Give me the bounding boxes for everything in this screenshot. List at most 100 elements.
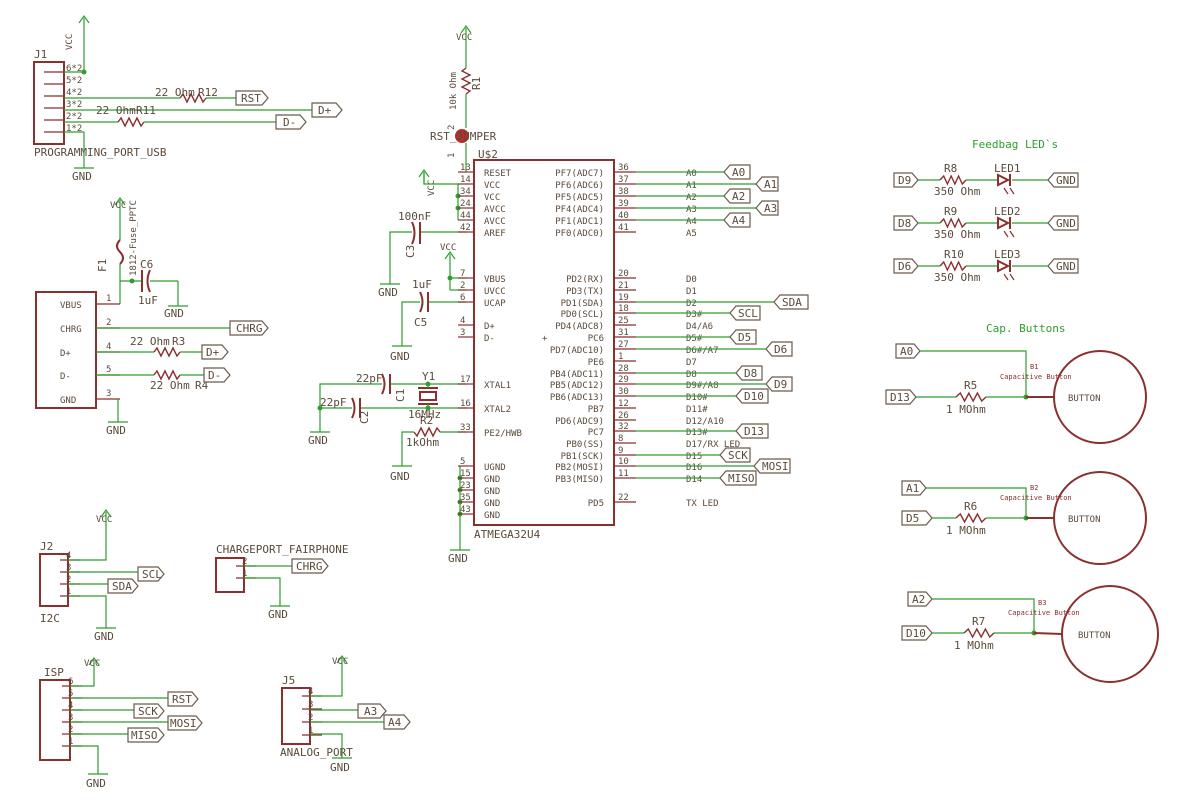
j2-pin-4: 4 xyxy=(66,551,71,561)
usb-pin-num-2: 4 xyxy=(106,342,111,352)
mcu-right-pin-num-19: 32 xyxy=(618,422,629,432)
mcu-right-pin-20: PB0(SS) xyxy=(566,440,604,450)
mcu-signal-19: D13# xyxy=(686,428,708,438)
net-flag-mcu-mosi: MOSI xyxy=(762,460,789,473)
mcu-right-pin-18: PD6(ADC9) xyxy=(555,417,604,427)
capacitive-button-pad-2 xyxy=(1061,585,1159,683)
j5-pin-3: 3 xyxy=(308,700,313,710)
mcu-right-pin-num-0: 36 xyxy=(618,163,629,173)
mcu-name: ATMEGA32U4 xyxy=(474,528,541,541)
mcu-signal-23: D14 xyxy=(686,475,702,485)
net-flag-usb-dminus: D- xyxy=(208,369,221,382)
net-flag-mcu-a4: A4 xyxy=(732,214,746,227)
mcu-right-pin-22: PB2(MOSI) xyxy=(555,463,604,473)
mcu-right-pin-7: PD3(TX) xyxy=(566,287,604,297)
mcu-left-pin-2: VCC xyxy=(484,193,500,203)
usb-pin-name-4: GND xyxy=(60,396,76,406)
usb-pin-num-0: 1 xyxy=(106,294,111,304)
mcu-right-pin-4: PF1(ADC1) xyxy=(555,217,604,227)
c5-value: 1uF xyxy=(412,278,432,291)
net-flag-mcu-a1: A1 xyxy=(764,178,777,191)
charge-gnd-label: GND xyxy=(268,608,288,621)
mcu-signal-1: A1 xyxy=(686,181,697,191)
button-cap-label-2: Capacitive Button xyxy=(1008,609,1080,617)
j1-name: PROGRAMMING_PORT_USB xyxy=(34,146,167,159)
c6-value: 1uF xyxy=(138,294,158,307)
mcu-right-pin-num-6: 20 xyxy=(618,269,629,279)
button-cap-label-1: Capacitive Button xyxy=(1000,494,1072,502)
net-flag-isp-sck: SCK xyxy=(138,705,158,718)
net-flag-j2-sda: SDA xyxy=(112,580,132,593)
isp-pin-3: 3 xyxy=(68,713,73,723)
mcu-right-pin-num-2: 38 xyxy=(618,187,629,197)
mcu-signal-11: D5# xyxy=(686,334,703,344)
mcu-signal-7: D1 xyxy=(686,287,697,297)
led-resistor-ref-1: R9 xyxy=(944,205,957,218)
mcu-right-pin-num-8: 19 xyxy=(618,293,629,303)
j1-pin-4: 4*2 xyxy=(66,88,82,98)
mcu-right-pin-num-12: 27 xyxy=(618,340,629,350)
mcu-right-pin-16: PB6(ADC13) xyxy=(550,393,604,403)
mcu-right-pin-2: PF5(ADC5) xyxy=(555,193,604,203)
mcu-right-pin-17: PB7 xyxy=(588,405,604,415)
mcu-left-pin-num-6: 7 xyxy=(460,269,465,279)
j1-pin-6: 6*2 xyxy=(66,64,82,74)
mcu-right-pin-23: PB3(MISO) xyxy=(555,475,604,485)
feedback-leds-title: Feedbag LED`s xyxy=(972,138,1058,151)
mcu-right-pin-14: PB4(ADC11) xyxy=(550,370,604,380)
isp-pin-6: 6 xyxy=(68,677,73,687)
led-gnd-flag-1: GND xyxy=(1056,217,1076,230)
mcu-left-pin-4: AVCC xyxy=(484,217,506,227)
mcu-vcc-label: VCC xyxy=(427,180,437,196)
net-flag-charge-chrg: CHRG xyxy=(296,560,323,573)
mcu-left-pin-12: XTAL2 xyxy=(484,405,511,415)
mcu-right-pin-num-23: 11 xyxy=(618,469,629,479)
mcu-signal-0: A0 xyxy=(686,169,697,179)
mcu-left-pin-7: UVCC xyxy=(484,287,506,297)
mcu-right-pin-num-14: 28 xyxy=(618,364,629,374)
j2-pin-3: 3 xyxy=(66,563,71,573)
mcu-left-pin-num-2: 34 xyxy=(460,187,471,197)
c5-ref: C5 xyxy=(414,316,427,329)
led-gnd-flag-2: GND xyxy=(1056,260,1076,273)
mcu-left-pin-11: XTAL1 xyxy=(484,381,511,391)
net-flag-mcu-d10: D10 xyxy=(744,390,764,403)
charge-pin-2: 2 xyxy=(242,557,247,567)
net-flag-usb-dplus: D+ xyxy=(206,346,220,359)
mcu-signal-20: D17/RX LED xyxy=(686,440,740,450)
mcu-left-pin-3: AVCC xyxy=(484,205,506,215)
mcu-right-pin-11: PC6 xyxy=(588,334,604,344)
net-flag-mcu-scl: SCL xyxy=(738,307,758,320)
mcu-plus-mark: + xyxy=(542,334,548,344)
mcu-net-flags: A0A1A2A3A4SDASCLD5D6D8D9D10D13SCKMOSIMIS… xyxy=(636,164,809,486)
r1-value: 10k Ohm xyxy=(449,72,459,110)
j5-name: ANALOG_PORT xyxy=(280,746,353,759)
button-resistor-value-2: 1 MOhm xyxy=(954,639,994,652)
fuse-ref: F1 xyxy=(96,259,109,272)
net-flag-mcu-d13: D13 xyxy=(744,425,764,438)
mcu-signal-17: D11# xyxy=(686,405,708,415)
mcu-left-pin-num-10: 3 xyxy=(460,328,465,338)
mcu-signal-12: D6#/A7 xyxy=(686,346,719,356)
y1-ref: Y1 xyxy=(422,370,435,383)
net-flag-mcu-a0: A0 xyxy=(732,166,745,179)
mcu-left-pin-num-13: 33 xyxy=(460,423,471,433)
mcu-signal-24: TX LED xyxy=(686,499,719,509)
mcu-right-pin-num-21: 9 xyxy=(618,446,623,456)
button-in-flag-2: A2 xyxy=(912,593,925,606)
j2-name: I2C xyxy=(40,612,60,625)
j5-gnd-label: GND xyxy=(330,761,350,774)
mcu-left-pin-num-9: 4 xyxy=(460,316,465,326)
chargeport-connector: CHARGEPORT_FAIRPHONE 21 CHRG GND xyxy=(215,543,348,621)
c6-gnd-label: GND xyxy=(164,307,184,320)
jumper-pin1: 1 xyxy=(447,153,457,158)
mcu-signal-21: D15 xyxy=(686,452,702,462)
led-net-flag-0: D9 xyxy=(898,174,911,187)
button-label-2: BUTTON xyxy=(1078,631,1111,641)
button-in-flag-1: A1 xyxy=(906,482,919,495)
